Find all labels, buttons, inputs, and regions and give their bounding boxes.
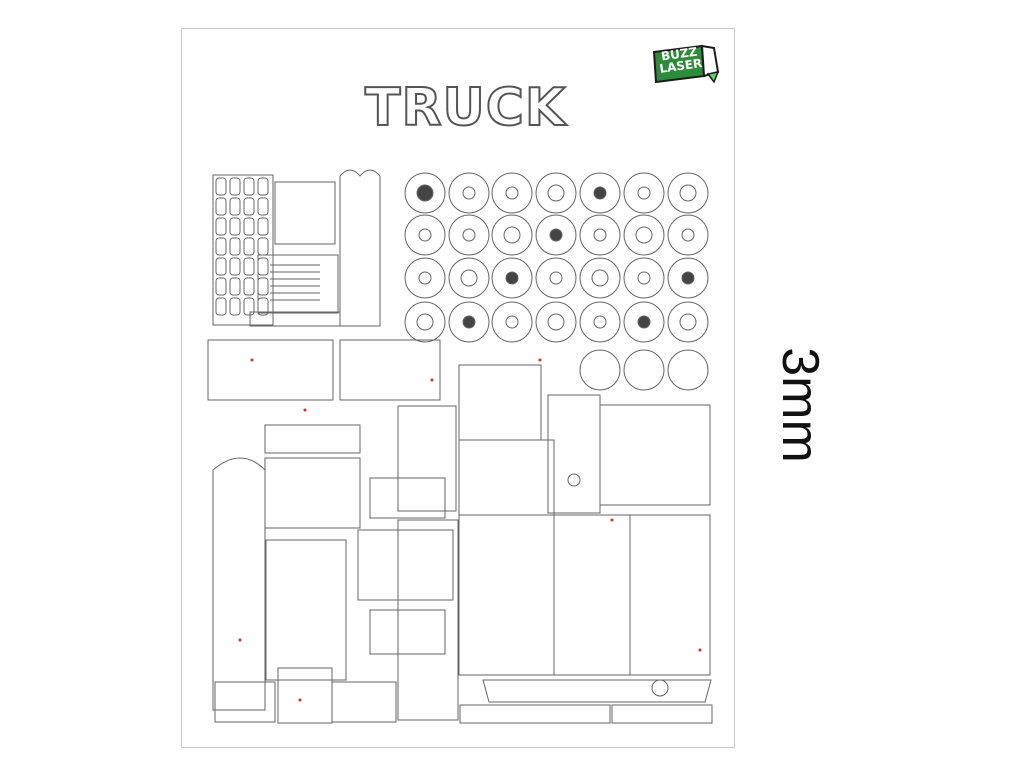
wheel-piece — [623, 349, 665, 391]
wheel-piece — [535, 214, 577, 256]
wheel-piece — [491, 301, 533, 343]
wheel-piece — [404, 301, 446, 343]
slat-piece — [243, 277, 255, 296]
wheel-piece — [535, 172, 577, 214]
wheel-piece — [404, 172, 446, 214]
slat-piece — [257, 217, 269, 236]
wheel-piece — [667, 301, 709, 343]
slat-piece — [257, 197, 269, 216]
slat-piece — [229, 197, 241, 216]
cabin-panels — [207, 169, 459, 724]
slat-piece — [229, 237, 241, 256]
wheel-piece — [535, 257, 577, 299]
slat-piece — [229, 277, 241, 296]
wheel-piece — [448, 257, 490, 299]
wheel-piece — [623, 301, 665, 343]
wheel-piece — [535, 301, 577, 343]
slat-piece — [215, 297, 227, 316]
wheel-piece — [491, 257, 533, 299]
wheel-piece — [667, 172, 709, 214]
wheel-piece — [404, 257, 446, 299]
material-thickness-label: 3mm — [771, 347, 829, 463]
slat-pieces — [215, 177, 269, 316]
slat-piece — [243, 297, 255, 316]
wheel-piece — [667, 257, 709, 299]
wheel-piece — [448, 172, 490, 214]
wheel-piece — [579, 349, 621, 391]
keyhole-detail — [567, 473, 669, 697]
slat-piece — [243, 197, 255, 216]
slat-piece — [243, 217, 255, 236]
slat-piece — [215, 197, 227, 216]
slat-grid — [212, 174, 274, 326]
wheel-piece — [404, 214, 446, 256]
slat-piece — [215, 237, 227, 256]
wheel-piece — [667, 349, 709, 391]
wheel-piece — [623, 214, 665, 256]
slat-piece — [257, 177, 269, 196]
slat-piece — [243, 257, 255, 276]
grille-lines — [270, 264, 320, 301]
slat-piece — [229, 297, 241, 316]
laser-pencil-icon — [652, 44, 720, 84]
slat-piece — [257, 237, 269, 256]
slat-piece — [215, 277, 227, 296]
wheel-piece — [579, 172, 621, 214]
wheel-piece — [491, 172, 533, 214]
wheel-piece — [491, 214, 533, 256]
wheel-piece — [448, 301, 490, 343]
slat-piece — [215, 257, 227, 276]
slat-piece — [215, 177, 227, 196]
slat-piece — [215, 217, 227, 236]
cargo-panels — [357, 364, 713, 724]
alignment-marks — [238, 358, 702, 702]
sheet-title: TRUCK — [364, 77, 567, 139]
brand-logo — [652, 44, 720, 84]
wheel-piece — [579, 214, 621, 256]
slat-piece — [243, 237, 255, 256]
wheel-piece — [579, 301, 621, 343]
slat-piece — [229, 217, 241, 236]
slat-piece — [229, 177, 241, 196]
wheel-piece — [623, 257, 665, 299]
slat-piece — [243, 177, 255, 196]
wheel-piece — [448, 214, 490, 256]
slat-piece — [229, 257, 241, 276]
slat-piece — [257, 277, 269, 296]
wheel-piece — [579, 257, 621, 299]
slat-piece — [257, 257, 269, 276]
wheel-pieces — [404, 172, 709, 391]
wheel-piece — [623, 172, 665, 214]
wheel-piece — [667, 214, 709, 256]
